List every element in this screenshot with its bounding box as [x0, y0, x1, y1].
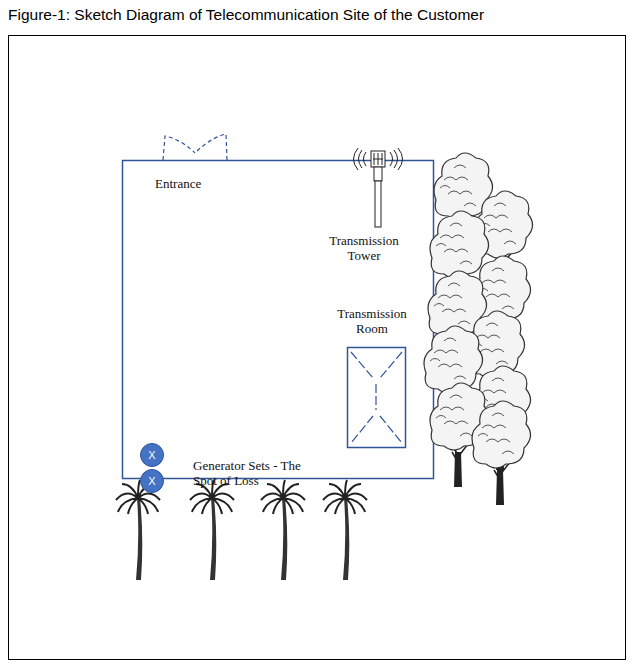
palm-row	[116, 480, 367, 580]
generator-circle: X	[140, 443, 164, 467]
transmission-tower	[354, 148, 403, 227]
outer-frame	[9, 36, 626, 660]
generator-label: Generator Sets - The Spot of Loss	[193, 458, 305, 488]
entrance-label: Entrance	[155, 176, 235, 191]
tower-label: Transmission Tower	[314, 233, 414, 263]
tree-row	[424, 153, 533, 505]
generator-circle: X	[140, 469, 164, 493]
room-label: Transmission Room	[322, 306, 422, 336]
figure-title: Figure-1: Sketch Diagram of Telecommunic…	[8, 6, 484, 24]
generator-mark: X	[148, 476, 155, 487]
transmission-room	[348, 348, 406, 448]
entrance-gate	[163, 134, 227, 160]
generator-mark: X	[148, 450, 155, 461]
site-boundary	[123, 161, 434, 479]
